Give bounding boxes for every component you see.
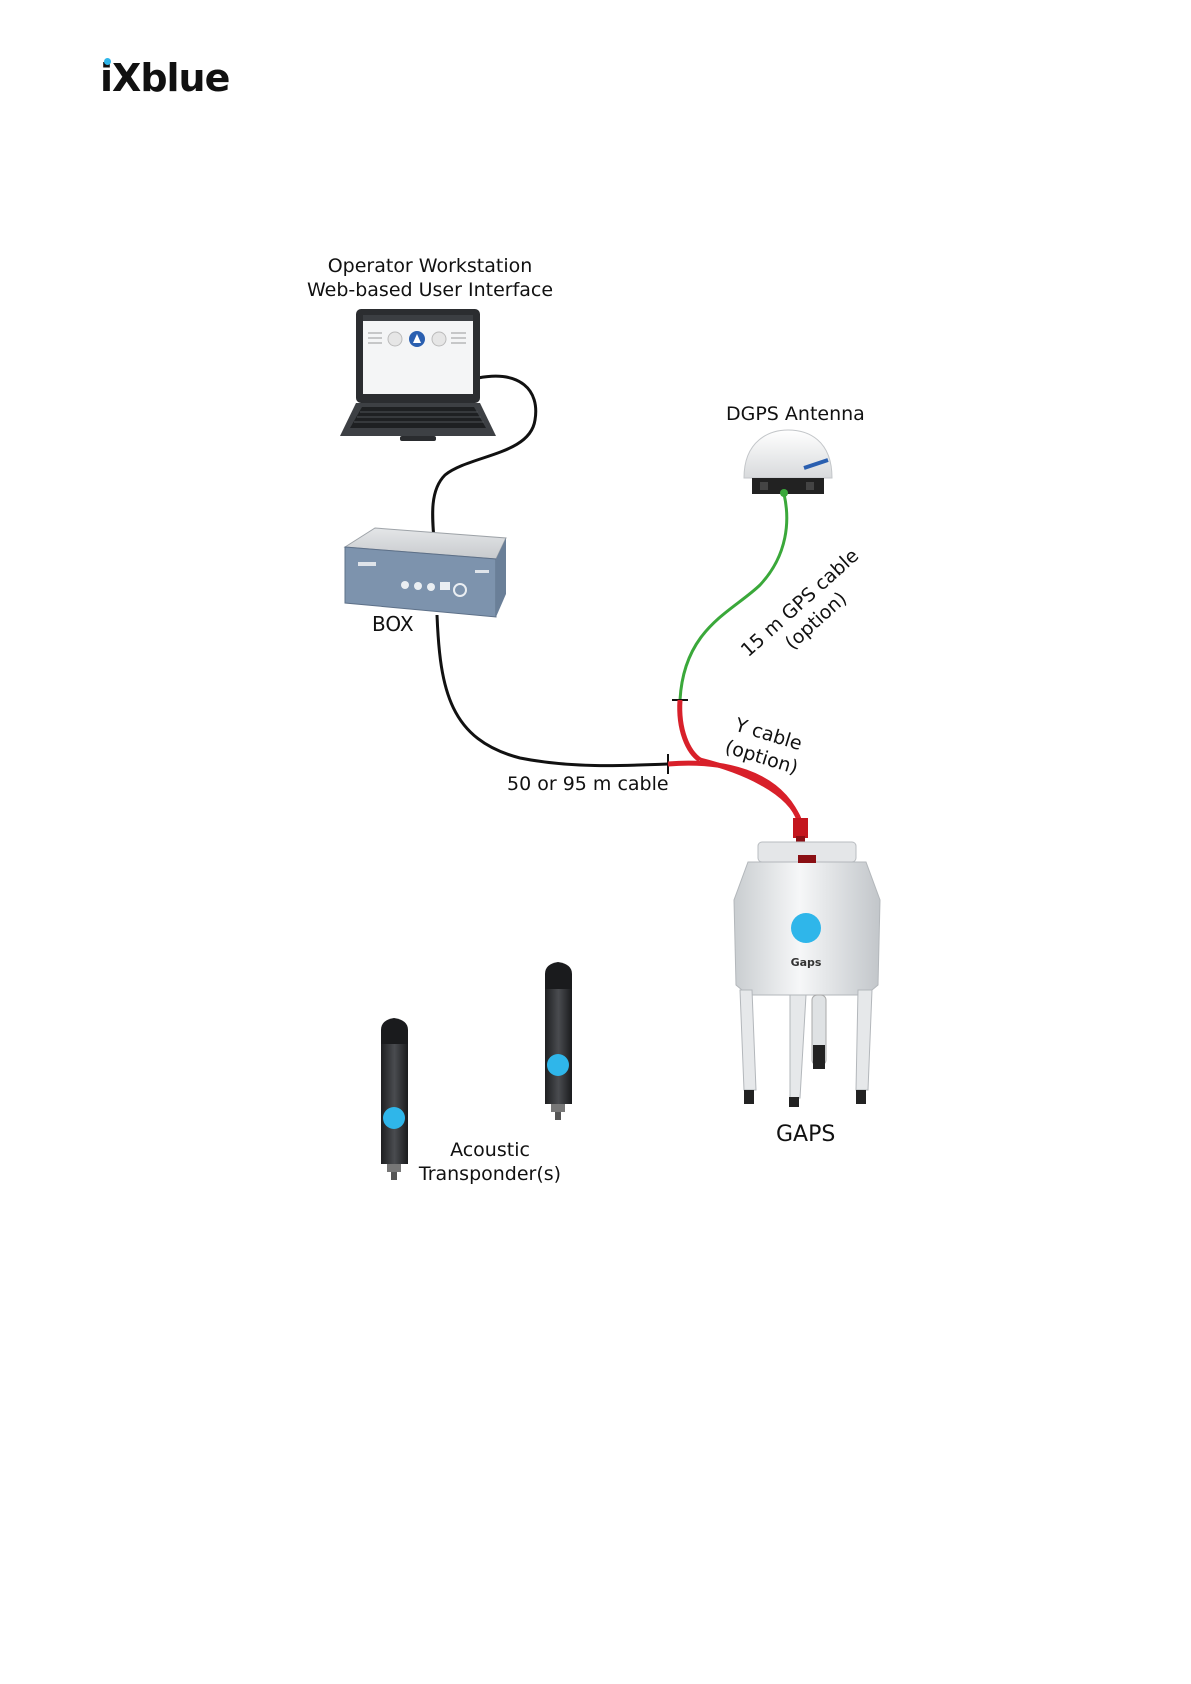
transponder-icon: [381, 1018, 408, 1180]
laptop-icon: [340, 309, 496, 441]
cable-gps: [672, 494, 787, 700]
gaps-body-text: Gaps: [791, 956, 822, 969]
antenna-icon: [744, 430, 832, 497]
gaps-device-icon: Gaps: [734, 842, 880, 1107]
cable-y: [668, 700, 808, 844]
cable-main: [437, 615, 668, 774]
transponder-icon-2: [545, 962, 572, 1120]
box-icon: [345, 528, 506, 617]
